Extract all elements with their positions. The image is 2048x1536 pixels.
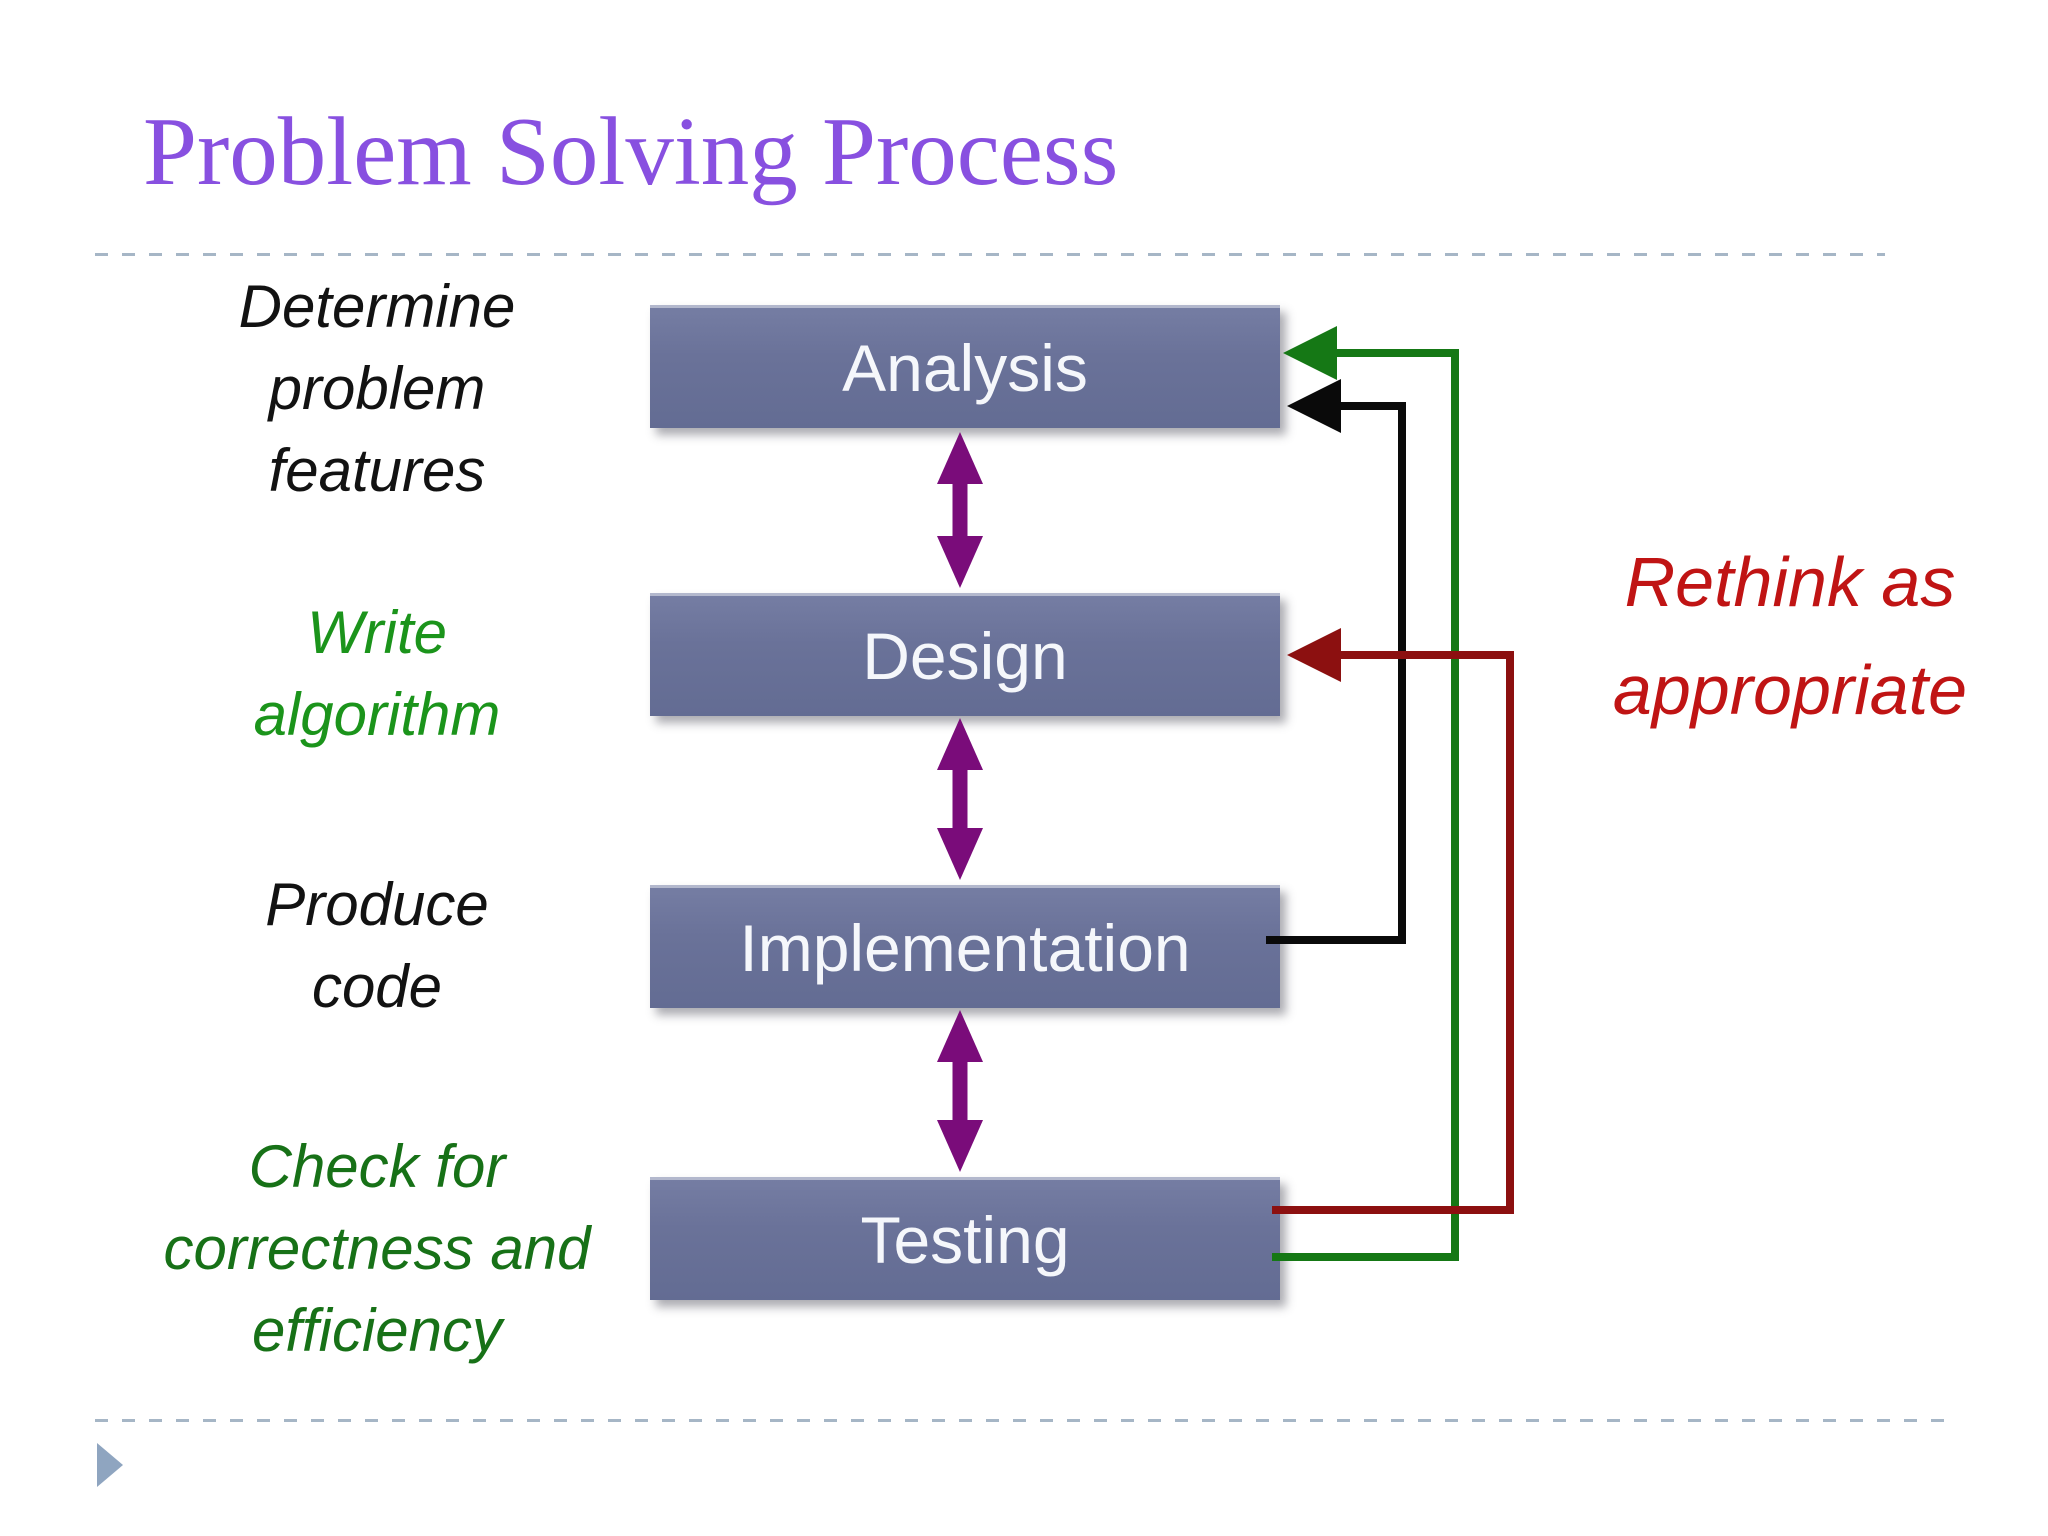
feedback-arrow-testing-to-design-icon — [1272, 628, 1514, 1214]
process-box-analysis-label: Analysis — [842, 331, 1088, 405]
slide-advance-triangle-icon — [97, 1443, 123, 1487]
feedback-arrow-implementation-to-analysis-icon — [1266, 379, 1406, 944]
process-box-implementation: Implementation — [650, 885, 1280, 1008]
bottom-dashed-rule — [95, 1419, 1947, 1422]
double-arrow-analysis-design-icon — [937, 432, 983, 588]
top-dashed-rule — [95, 253, 1885, 256]
double-arrow-implementation-testing-icon — [937, 1010, 983, 1172]
process-box-implementation-label: Implementation — [739, 911, 1191, 985]
stage-note-testing: Check for correctness and efficiency — [163, 1133, 591, 1364]
stage-note-implementation: Produce code — [265, 871, 489, 1020]
process-box-design: Design — [650, 593, 1280, 716]
stage-note-analysis: Determine problem features — [238, 273, 516, 504]
double-arrow-design-implementation-icon — [937, 718, 983, 880]
stage-note-design: Write algorithm — [253, 599, 501, 748]
process-box-testing-label: Testing — [860, 1203, 1070, 1277]
slide-title: Problem Solving Process — [143, 98, 1119, 205]
process-box-analysis: Analysis — [650, 305, 1280, 428]
rethink-annotation: Rethink as appropriate — [1612, 543, 1968, 729]
process-box-testing: Testing — [650, 1177, 1280, 1300]
process-box-design-label: Design — [862, 619, 1068, 693]
feedback-arrow-testing-to-analysis-icon — [1272, 326, 1459, 1261]
